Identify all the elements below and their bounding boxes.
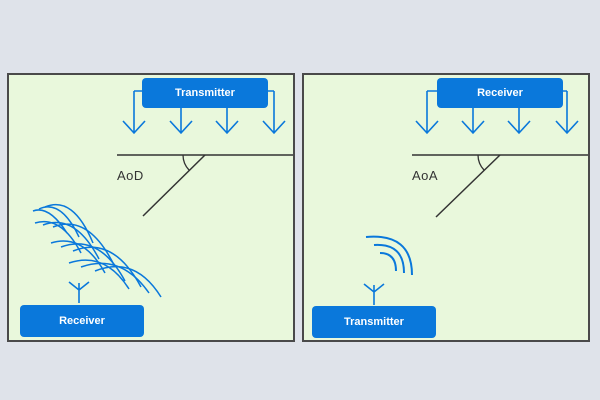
array-element	[122, 113, 146, 135]
antenna-icon	[363, 283, 385, 305]
aod-label: AoD	[117, 168, 144, 183]
signal-wave-icon	[32, 203, 162, 298]
arrival-ray	[435, 154, 501, 218]
array-element	[461, 113, 485, 135]
angle-arc	[477, 154, 485, 171]
antenna-icon	[68, 281, 90, 303]
transmitter-box: Transmitter	[142, 78, 268, 108]
receiver-box: Receiver	[20, 305, 144, 337]
transmitter-box: Transmitter	[312, 306, 436, 338]
departure-ray	[142, 154, 206, 217]
array-element	[555, 113, 579, 135]
aoa-label: AoA	[412, 168, 439, 183]
signal-wave-icon	[365, 235, 413, 276]
aoa-panel: Receiver AoA Transmitter	[302, 73, 590, 342]
array-element	[415, 113, 439, 135]
aod-panel: Transmitter AoD Receiver	[7, 73, 295, 342]
array-element	[507, 113, 531, 135]
aod-diagram-graphics	[32, 90, 293, 303]
receiver-box: Receiver	[437, 78, 563, 108]
array-element	[262, 113, 286, 135]
array-element	[169, 113, 193, 135]
array-element	[215, 113, 239, 135]
angle-arc	[182, 154, 190, 171]
aoa-diagram-graphics	[363, 90, 588, 305]
